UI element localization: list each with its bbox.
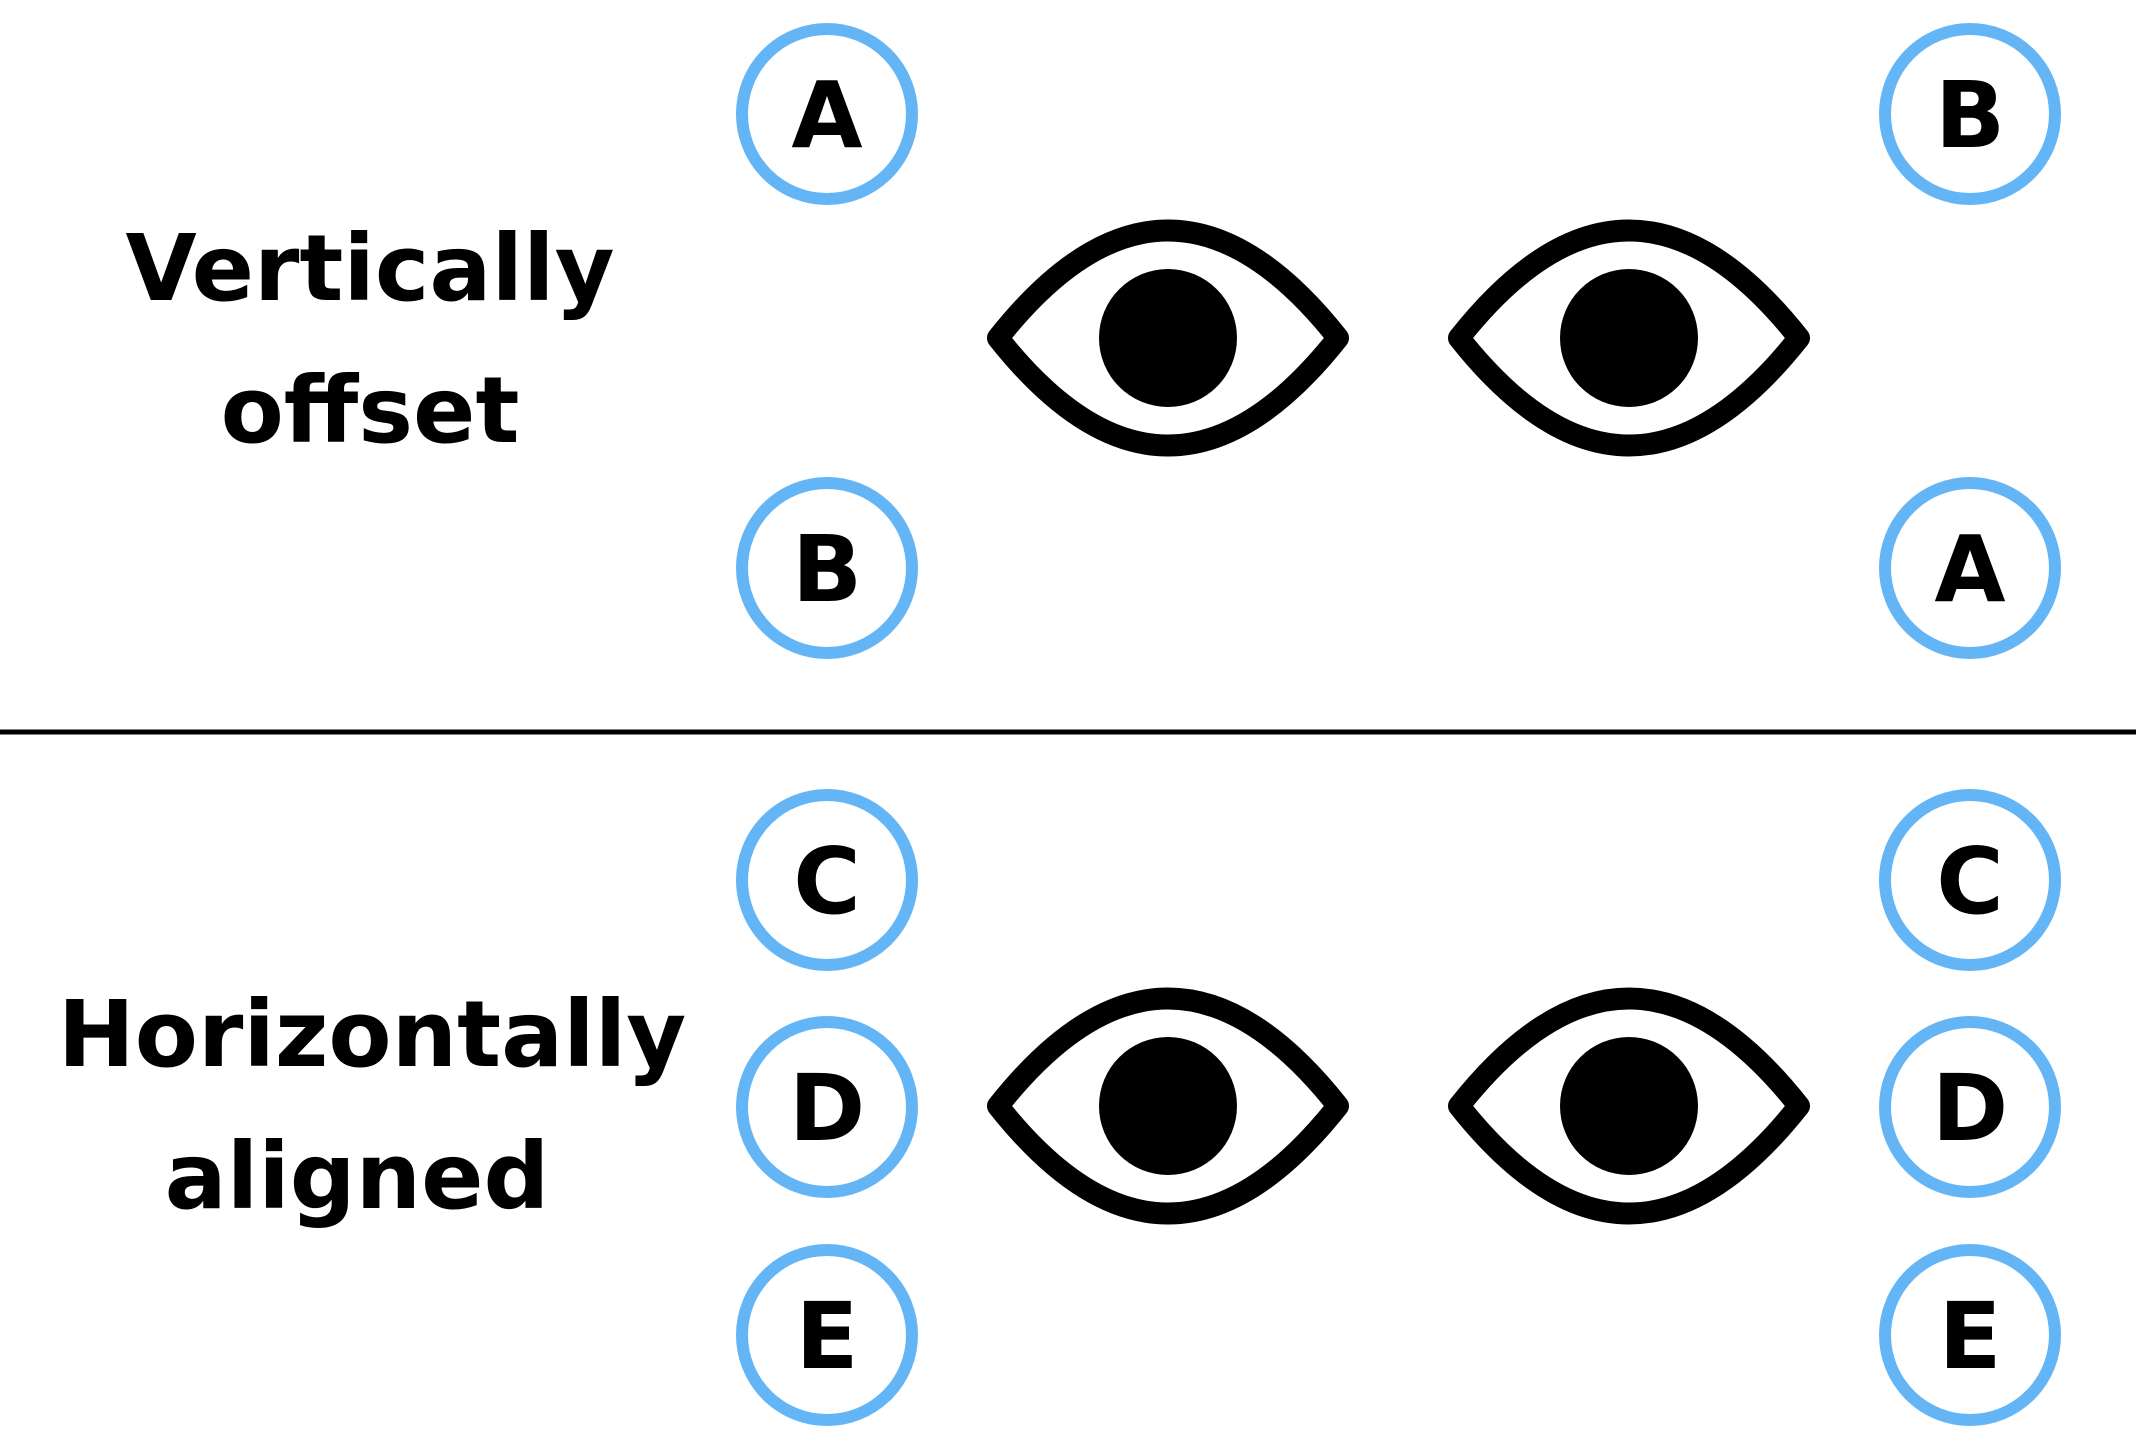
marker-right-top-letter: B (1935, 62, 2005, 169)
marker-left-top-letter: A (791, 62, 862, 169)
marker-right-bottom-letter: E (1939, 1283, 2002, 1390)
marker-left-bottom: B (736, 477, 918, 659)
marker-right-top: B (1879, 23, 2061, 205)
marker-left-top-letter: C (793, 828, 861, 935)
section-horizontally-aligned: Horizontally aligned C D E C D E (58, 789, 2061, 1426)
marker-right-bottom: A (1879, 477, 2061, 659)
marker-left-bottom: E (736, 1244, 918, 1426)
eye-icon (998, 999, 1338, 1214)
eye-icon (998, 231, 1338, 446)
marker-left-top: A (736, 23, 918, 205)
marker-right-top-letter: C (1936, 828, 2004, 935)
marker-right-middle-letter: D (1932, 1055, 2008, 1162)
eye-icon (1459, 999, 1799, 1214)
section-label-line-1: Vertically (125, 215, 614, 322)
marker-right-top: C (1879, 789, 2061, 971)
marker-right-bottom: E (1879, 1244, 2061, 1426)
section-label-line-2: offset (221, 357, 520, 464)
marker-left-middle: D (736, 1016, 918, 1198)
marker-right-middle: D (1879, 1016, 2061, 1198)
section-vertically-offset: Vertically offset A B B A (125, 23, 2061, 659)
marker-left-top: C (736, 789, 918, 971)
marker-left-middle-letter: D (789, 1055, 865, 1162)
marker-left-bottom-letter: B (792, 516, 862, 623)
section-label-line-1: Horizontally (58, 981, 686, 1088)
section-label-line-2: aligned (165, 1123, 550, 1230)
eye-icon (1459, 231, 1799, 446)
marker-right-bottom-letter: A (1934, 516, 2005, 623)
marker-left-bottom-letter: E (796, 1283, 859, 1390)
